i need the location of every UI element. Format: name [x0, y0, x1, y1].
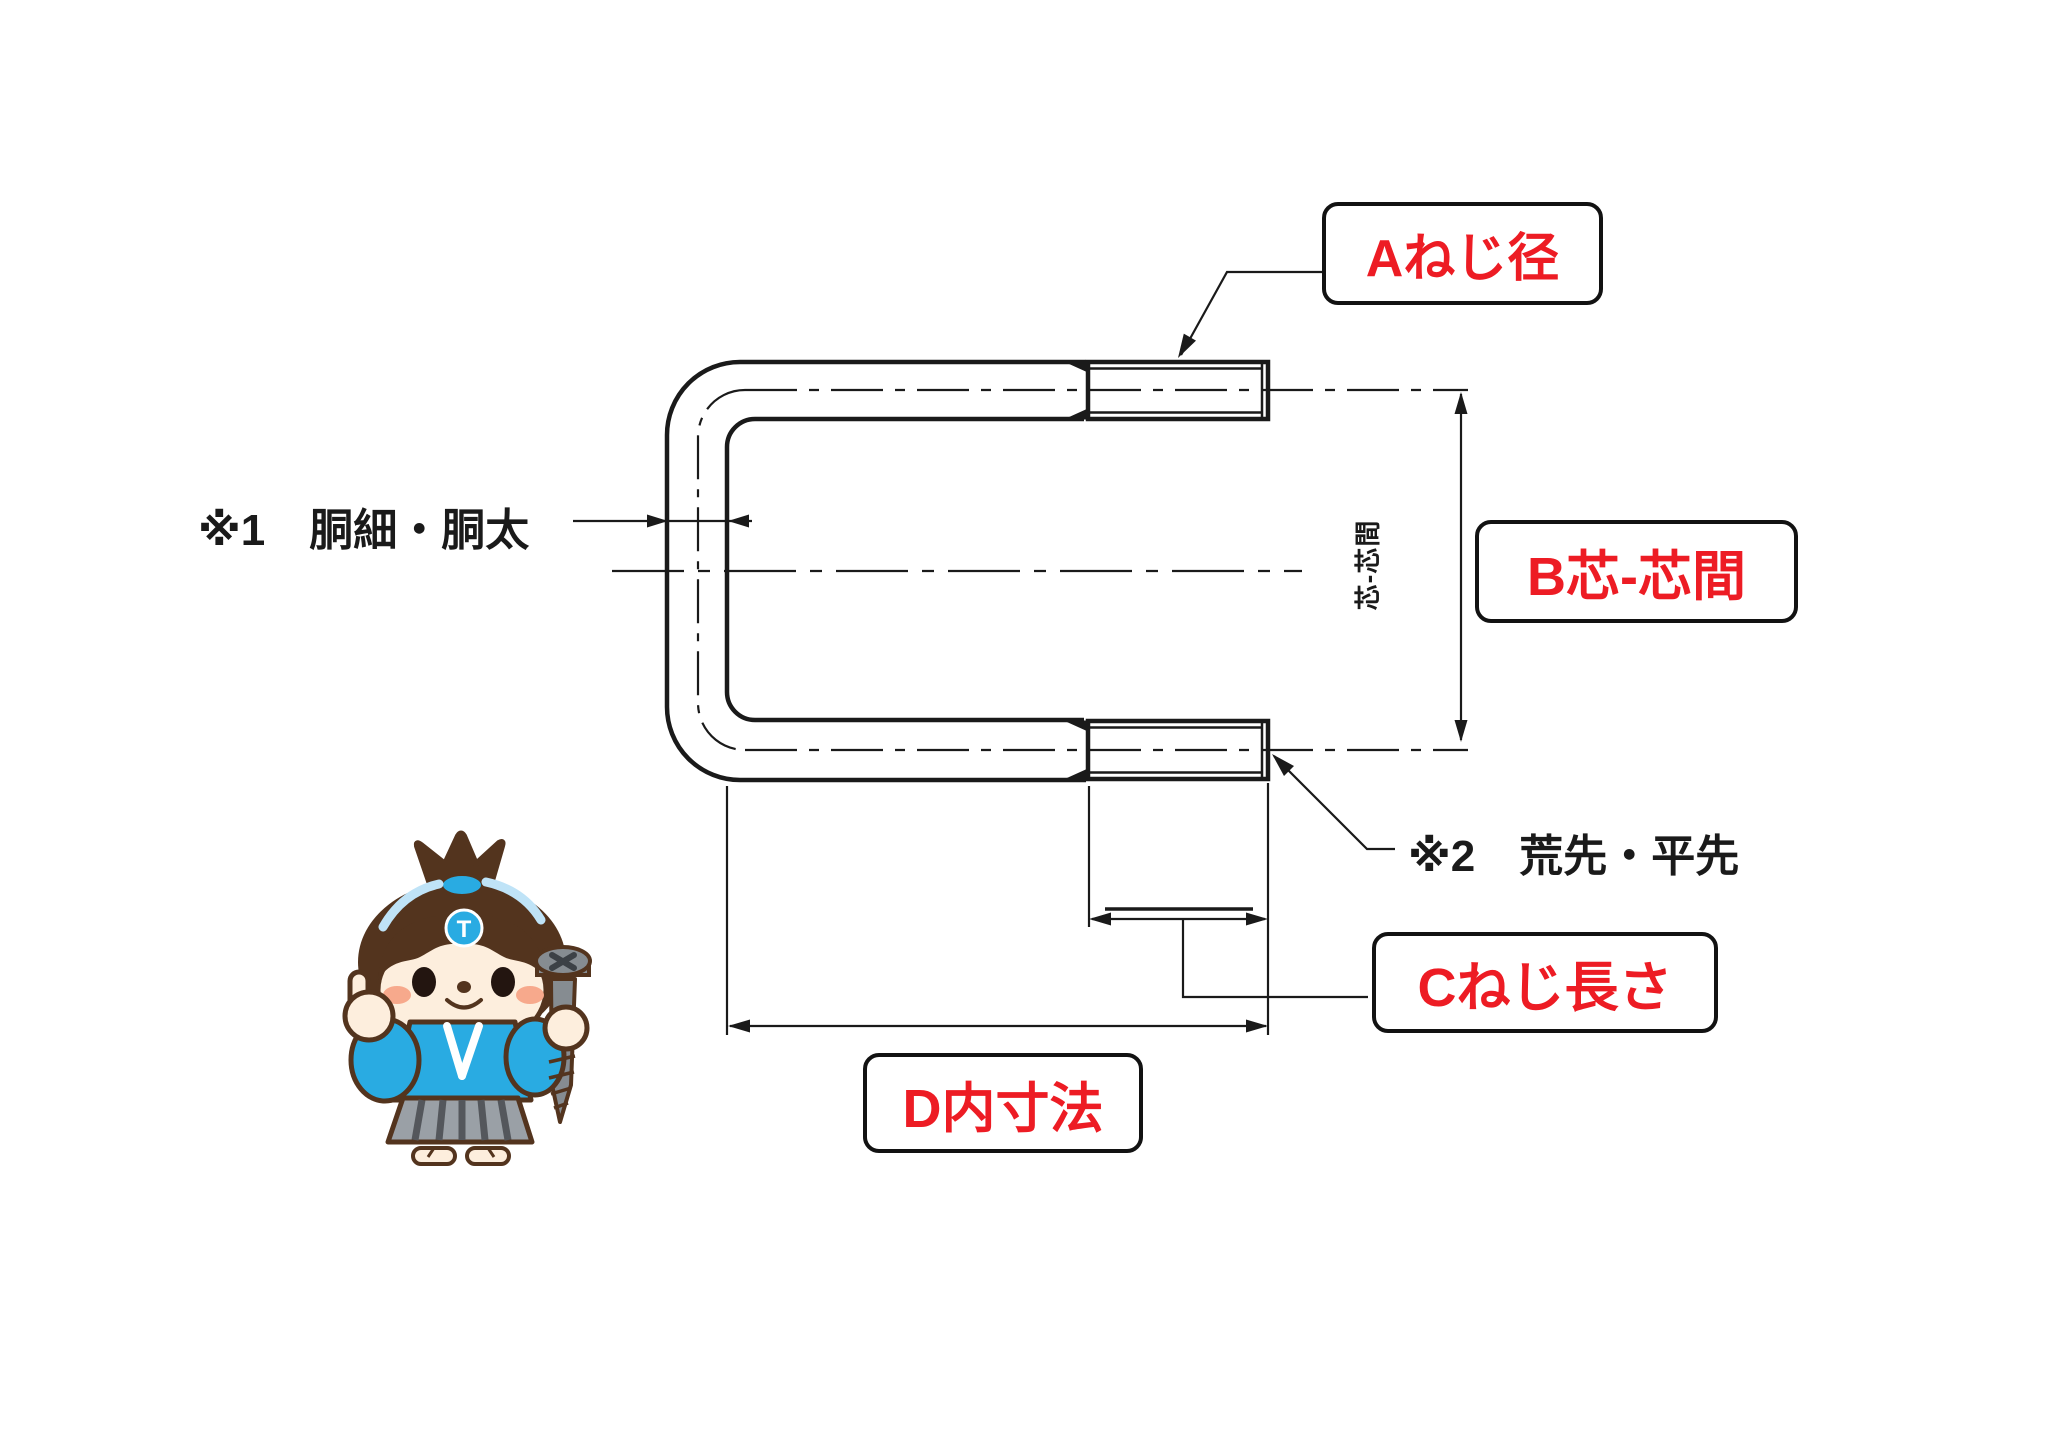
- mascot-badge: [444, 908, 484, 948]
- note1-text: ※1 胴細・胴太: [198, 506, 530, 555]
- label-b-text: B芯-芯間: [1527, 547, 1746, 607]
- mascot-right-eye: [491, 967, 515, 997]
- mascot-topknot-band: [439, 872, 485, 898]
- label-c-thread-length: Cねじ長さ: [1372, 932, 1718, 1033]
- label-a-screw-diameter: Aねじ径: [1322, 202, 1603, 305]
- mascot-nose: [457, 981, 471, 993]
- mascot-right-cheek: [516, 986, 544, 1004]
- vertical-dimension-text: 芯-芯間: [1353, 519, 1383, 611]
- a-label-leader: [1178, 270, 1322, 358]
- label-a-text: Aねじ径: [1365, 230, 1560, 288]
- mascot-left-cheek: [383, 986, 411, 1004]
- mascot-left-eye: [412, 967, 436, 997]
- mascot-badge-letter: T: [457, 916, 472, 943]
- mascot-topknot: [413, 830, 506, 887]
- c-dimension-line: [1087, 786, 1368, 999]
- mascot-feet: [411, 1146, 511, 1166]
- mascot-bangs: [378, 914, 546, 980]
- mascot-character: T: [342, 830, 592, 1166]
- gripping-hand: [542, 1004, 590, 1052]
- note2-text: ※2 荒先・平先: [1408, 832, 1740, 881]
- note1-dimension: [573, 514, 752, 528]
- label-d-text: D内寸法: [902, 1078, 1104, 1139]
- d-dimension-line: [725, 783, 1270, 1035]
- mascot-hakama: [385, 1095, 535, 1145]
- label-d-inner-dimension: D内寸法: [863, 1053, 1143, 1153]
- note2-leader: [1272, 754, 1395, 851]
- b-dimension-line: [1454, 392, 1468, 742]
- label-b-center-to-center: B芯-芯間: [1475, 520, 1798, 623]
- center-lines: [612, 388, 1468, 752]
- thumbs-up-hand: [342, 969, 396, 1043]
- label-c-text: Cねじ長さ: [1417, 958, 1673, 1018]
- mascot-mouth: [445, 998, 483, 1010]
